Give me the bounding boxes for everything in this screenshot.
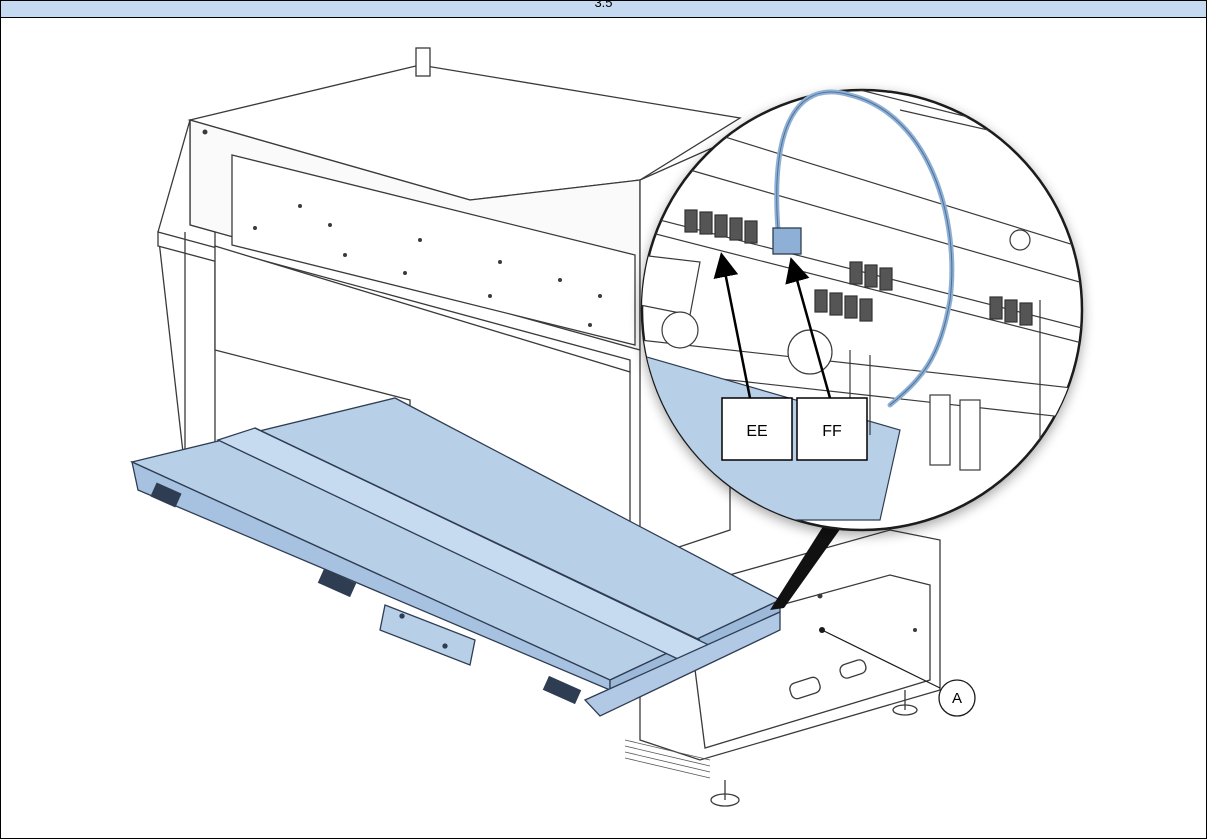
callout-a: A [952, 690, 962, 707]
arrow-ee [713, 252, 752, 399]
leader-a [821, 629, 941, 689]
cable-connector [772, 227, 802, 255]
step-header: 3.5 [1, 0, 1206, 18]
arrow-ff [785, 257, 832, 399]
callout-box-ee [721, 397, 793, 461]
tilted-blue-panel [130, 397, 782, 717]
callout-ee: EE [746, 423, 767, 440]
callout-circle-a [938, 679, 976, 717]
callout-ff: FF [822, 423, 842, 440]
callout-box-ff [796, 397, 868, 461]
step-number: 3.5 [594, 0, 613, 10]
